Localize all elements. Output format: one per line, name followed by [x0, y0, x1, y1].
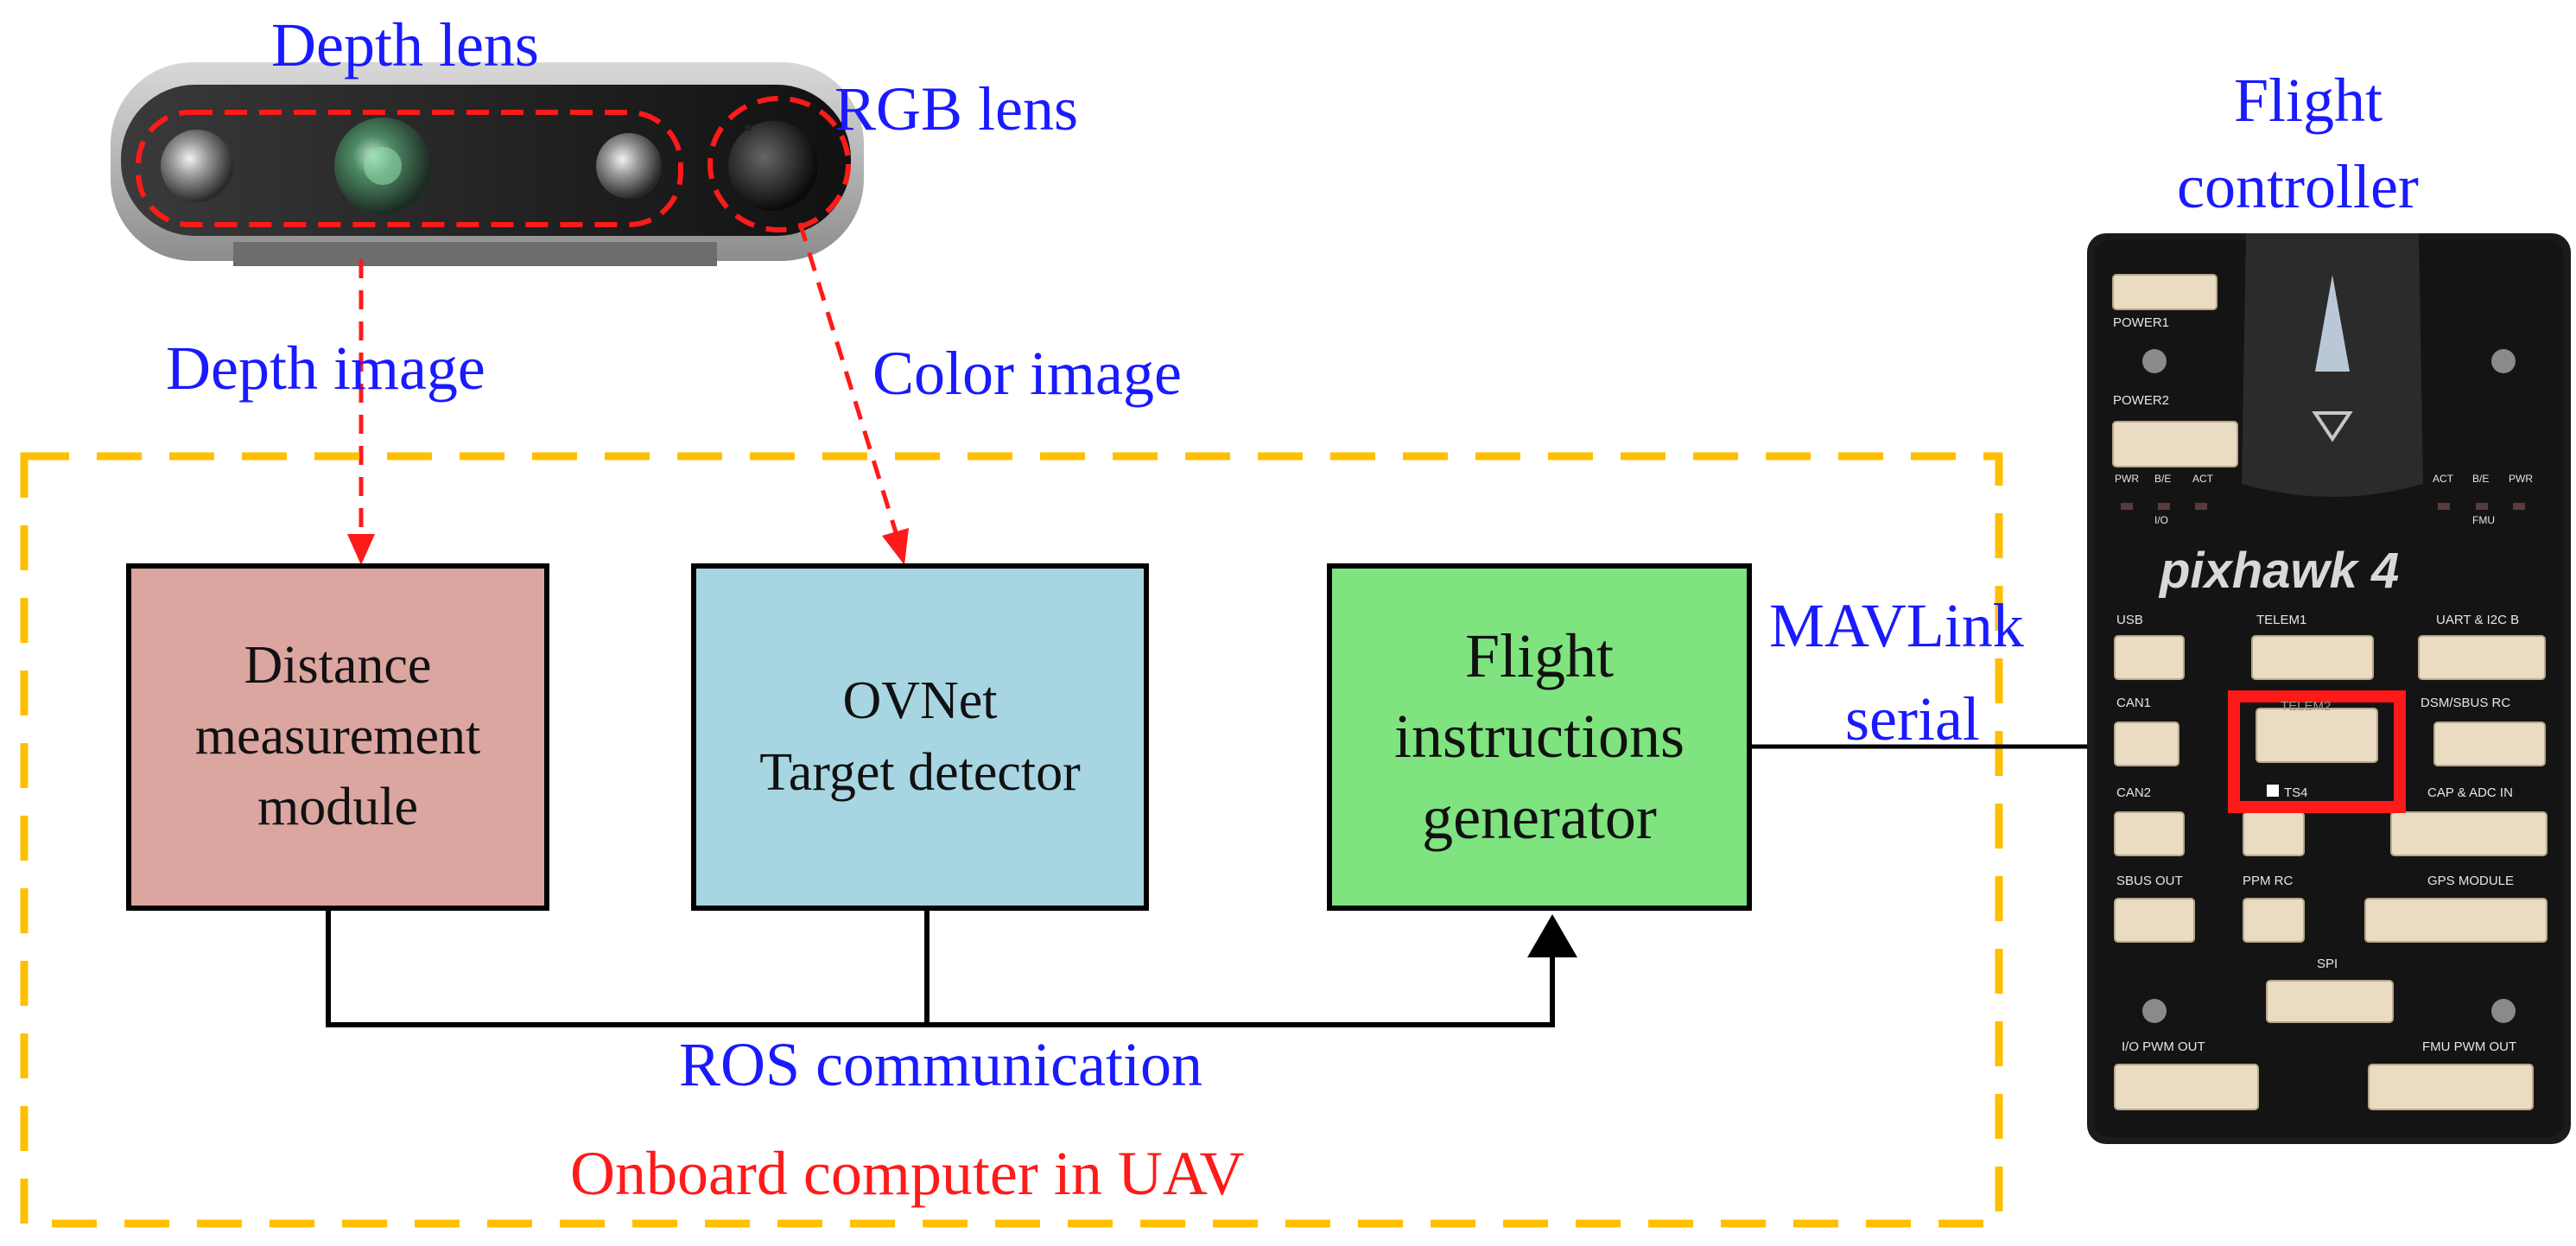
generator-line2: instructions: [1394, 702, 1685, 772]
port-gps-module: GPS MODULE: [2427, 874, 2515, 888]
led-io: I/O: [2154, 514, 2169, 526]
detector-line2: Target detector: [759, 743, 1081, 802]
ovnet-target-detector: OVNet Target detector: [691, 563, 1149, 911]
generator-line1: Flight: [1464, 620, 1615, 690]
pixhawk-board: [2087, 233, 2571, 1144]
depth-image-label: Depth image: [166, 334, 485, 403]
color-arrowhead-icon: [882, 528, 909, 565]
depth-camera: [111, 62, 864, 266]
port-fmu-pwm: FMU PWM OUT: [2422, 1039, 2517, 1054]
port-can2: CAN2: [2116, 785, 2152, 800]
board-connectors: [2112, 274, 2547, 1110]
port-power2: POWER2: [2113, 393, 2170, 408]
port-spi: SPI: [2317, 957, 2338, 971]
port-power1: POWER1: [2113, 315, 2170, 330]
mavlink-label: MAVLink: [1769, 591, 2024, 660]
port-sbus-out: SBUS OUT: [2116, 874, 2183, 888]
port-ppm-rc: PPM RC: [2243, 874, 2294, 888]
depth-lens-highlight: [136, 110, 683, 227]
detector-line1: OVNet: [842, 671, 998, 730]
orientation-arrow-icon: [2315, 275, 2350, 372]
rgb-lens-label: RGB lens: [834, 74, 1079, 143]
led-be: B/E: [2154, 473, 2172, 485]
pixhawk-brand: pixhawk 4: [2160, 543, 2400, 599]
led-pwr2: PWR: [2509, 473, 2533, 485]
ros-communication-bus: [326, 907, 1555, 1027]
rgb-lens-icon: [728, 121, 818, 211]
port-cap-adc: CAP & ADC IN: [2427, 785, 2513, 800]
depth-lens-label: Depth lens: [271, 10, 539, 79]
port-usb: USB: [2116, 613, 2143, 627]
telem2-highlight: [2228, 690, 2406, 813]
port-io-pwm: I/O PWM OUT: [2122, 1039, 2205, 1054]
distance-module-line3: module: [257, 777, 418, 836]
ir-camera-right-icon: [596, 133, 662, 199]
onboard-computer-label: Onboard computer in UAV: [570, 1139, 1245, 1208]
color-image-flow: [797, 222, 898, 533]
port-dsm: DSM/SBUS RC: [2421, 696, 2511, 710]
led-act: ACT: [2192, 473, 2213, 485]
ros-communication-label: ROS communication: [679, 1030, 1202, 1099]
led-be2: B/E: [2472, 473, 2490, 485]
port-uart: UART & I2C B: [2436, 613, 2520, 627]
depth-arrowhead-icon: [347, 534, 375, 565]
generator-line3: generator: [1422, 782, 1657, 852]
distance-measurement-module: Distance measurement module: [126, 563, 549, 911]
ros-arrowhead-icon: [1527, 914, 1577, 957]
flight-controller-title-line2: controller: [2177, 152, 2419, 221]
color-image-label: Color image: [872, 339, 1182, 408]
onboard-computer-boundary: [20, 452, 2003, 1228]
px4-logo-icon: [2312, 411, 2353, 442]
ir-projector-left-icon: [161, 130, 233, 202]
distance-module-line2: measurement: [194, 707, 481, 766]
port-telem2: TELEM2: [2281, 699, 2332, 714]
serial-label: serial: [1845, 684, 1980, 753]
flight-controller-title-line1: Flight: [2234, 66, 2383, 135]
led-fmu: FMU: [2472, 514, 2495, 526]
rgb-lens-highlight: [707, 96, 851, 232]
flight-instructions-generator: Flight instructions generator: [1327, 563, 1752, 911]
port-telem1: TELEM1: [2256, 613, 2307, 627]
led-act2: ACT: [2433, 473, 2453, 485]
led-pwr: PWR: [2115, 473, 2139, 485]
port-can1: CAN1: [2116, 696, 2152, 710]
distance-module-line1: Distance: [244, 636, 432, 696]
port-ts4: TS4: [2284, 785, 2308, 800]
